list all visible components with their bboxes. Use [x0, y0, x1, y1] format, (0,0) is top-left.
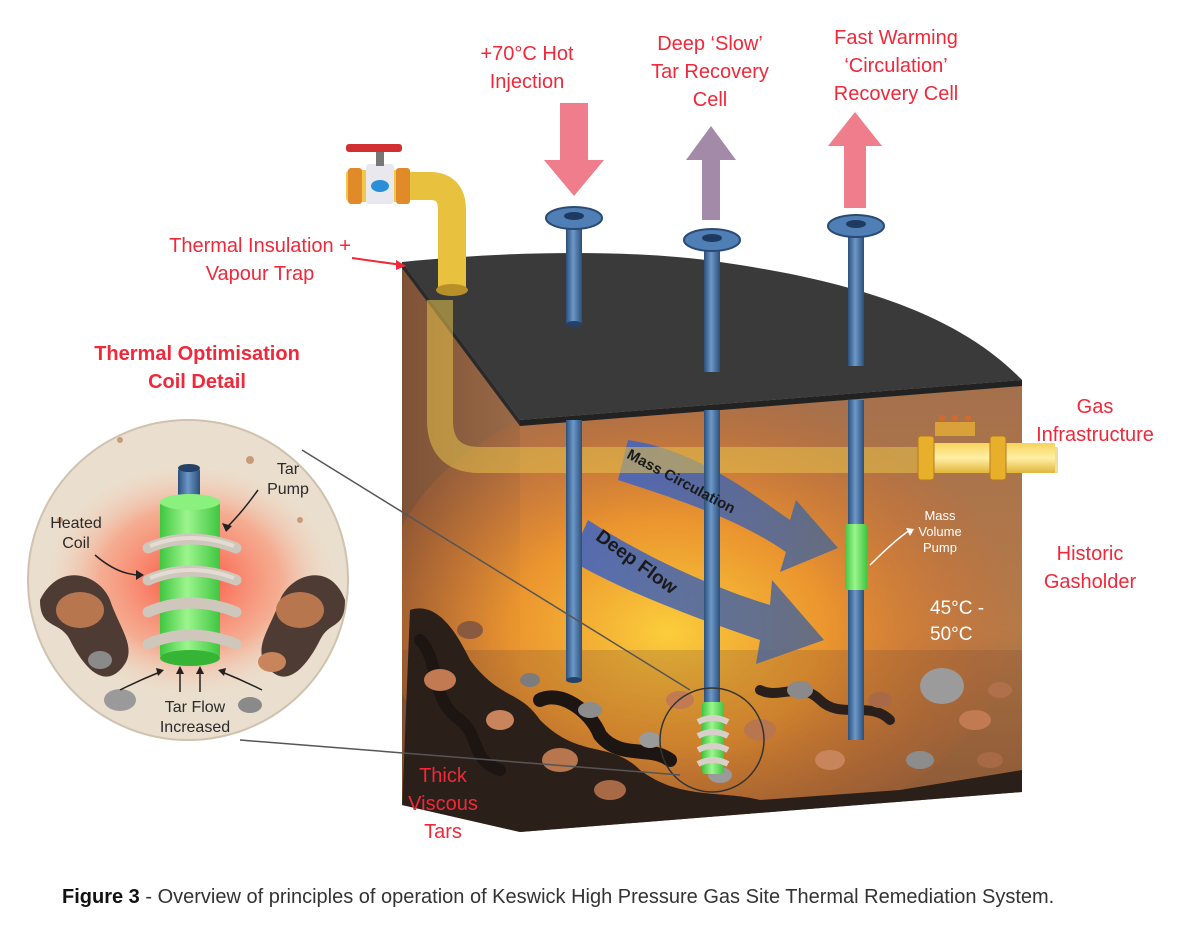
- slow-recovery-label: Deep ‘Slow’ Tar Recovery Cell: [651, 33, 769, 111]
- coil-detail-circle: [27, 419, 349, 741]
- caption-text: - Overview of principles of operation of…: [139, 886, 1055, 908]
- historic-gasholder-label: Historic Gasholder: [1043, 543, 1137, 593]
- coil-detail-title: Thermal Optimisation Coil Detail: [94, 343, 300, 393]
- tar-rock-layer: [402, 608, 1022, 832]
- leader-line-top: [301, 449, 691, 691]
- leader-line-bottom: [239, 739, 681, 776]
- mass-pump-label: Mass Volume Pump: [918, 508, 962, 555]
- mass-volume-pump: [845, 524, 867, 590]
- insulation-label: Thermal Insulation + Vapour Trap: [169, 235, 351, 285]
- deep-flow-arrow: [570, 520, 824, 664]
- vapour-trap-pipe: [346, 144, 468, 296]
- gas-pipe: [427, 300, 1058, 481]
- heated-coil-label: Heated Coil: [50, 515, 102, 552]
- fast-recovery-arrow: [828, 112, 882, 208]
- diagram-canvas: Mass Circulation Deep Flow +70°C Hot Inj…: [27, 27, 1154, 843]
- tar-pump-label: Tar Pump: [267, 461, 309, 498]
- figure-number: Figure 3: [62, 886, 140, 908]
- slow-recovery-well: [659, 228, 765, 793]
- gas-infrastructure-label: Gas Infrastructure: [1036, 396, 1154, 446]
- thick-tars-label: Thick Viscous Tars: [408, 765, 478, 843]
- slow-recovery-arrow: [686, 126, 736, 220]
- fast-recovery-well: [827, 214, 914, 740]
- temperature-label: 45°C - 50°C: [930, 598, 985, 645]
- coil-detail-focus-circle: [659, 687, 765, 793]
- figure-caption: Figure 3 - Overview of principles of ope…: [62, 886, 1054, 909]
- tar-flow-label: Tar Flow Increased: [159, 699, 231, 736]
- hot-injection-arrow: [544, 103, 604, 196]
- diagram-graphic: [27, 103, 1058, 832]
- hot-injection-label: +70°C Hot Injection: [480, 43, 574, 93]
- fast-recovery-label: Fast Warming ‘Circulation’ Recovery Cell: [833, 27, 959, 105]
